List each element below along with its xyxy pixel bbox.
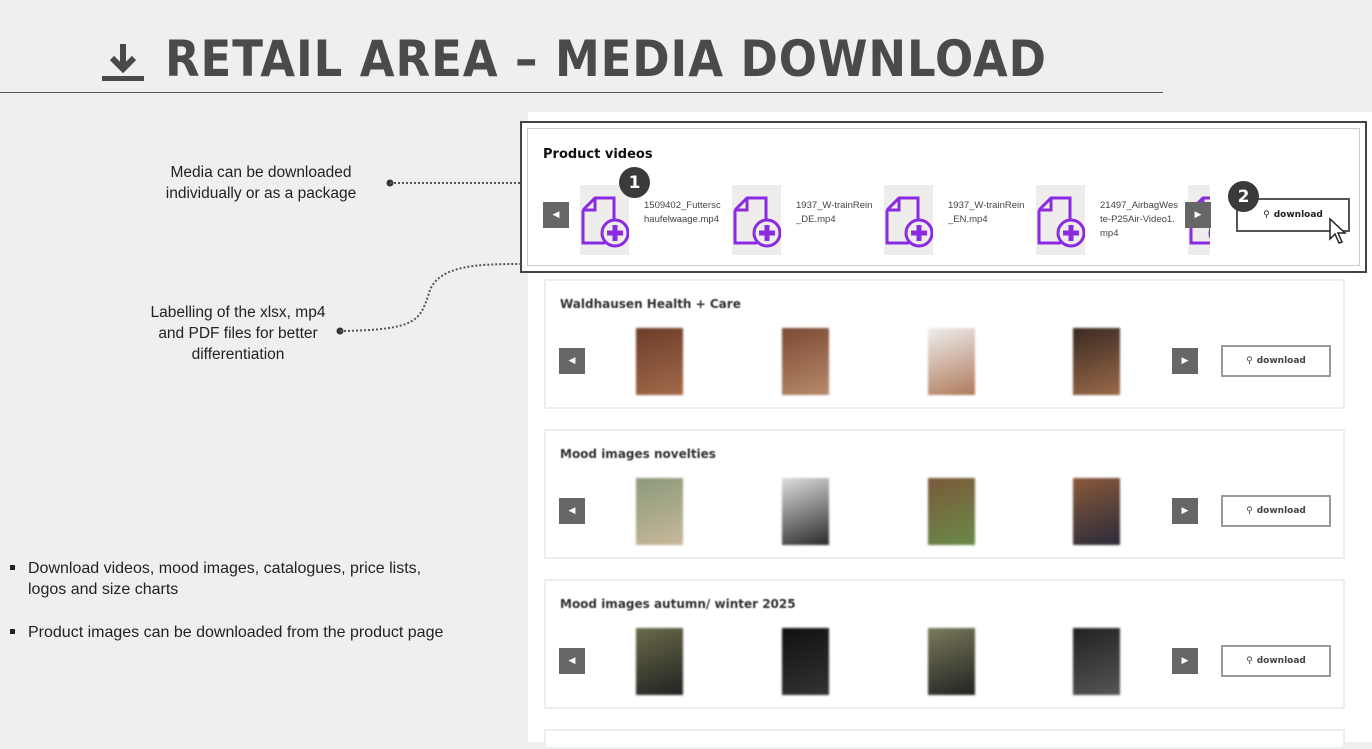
section-title: Mood images novelties: [560, 447, 716, 461]
section-card: Mood images novelties ◀ ▶ ⚲download: [544, 429, 1345, 559]
video-file-icon: [732, 196, 782, 259]
next-button[interactable]: ▶: [1172, 648, 1198, 674]
prev-button[interactable]: ◀: [559, 648, 585, 674]
section-card: Mood images autumn/ winter 2025 ◀ ▶ ⚲down…: [544, 579, 1345, 709]
media-thumbnail[interactable]: [928, 628, 975, 695]
media-thumbnail[interactable]: [782, 328, 829, 395]
feature-list: Download videos, mood images, catalogues…: [8, 558, 448, 665]
video-filename[interactable]: 1937_W-trainRein_DE.mp4: [796, 200, 873, 225]
video-filename[interactable]: 21497_AirbagWeste-P25Air-Video1.mp4: [1100, 200, 1178, 239]
download-button[interactable]: ⚲download: [1221, 345, 1331, 377]
video-file-icon: [1036, 196, 1086, 259]
video-filename[interactable]: 1509402_Futterschaufelwaage.mp4: [644, 200, 721, 225]
bullet-item: Download videos, mood images, catalogues…: [8, 558, 448, 600]
note-download-package: Media can be downloaded individually or …: [165, 164, 357, 202]
download-button[interactable]: ⚲download: [1221, 645, 1331, 677]
section-title: Product videos: [543, 147, 653, 162]
note-labelling: Labelling of the xlsx, mp4 and PDF files…: [150, 304, 326, 363]
video-file-icon: [884, 196, 934, 259]
prev-button[interactable]: ◀: [559, 348, 585, 374]
prev-button[interactable]: ◀: [559, 498, 585, 524]
cursor-icon: [1329, 217, 1347, 244]
media-thumbnail[interactable]: [636, 628, 683, 695]
next-button[interactable]: ▶: [1185, 202, 1211, 228]
media-thumbnail[interactable]: [928, 328, 975, 395]
video-thumbnail[interactable]: [732, 185, 782, 255]
download-button[interactable]: ⚲download: [1221, 495, 1331, 527]
media-thumbnail[interactable]: [636, 328, 683, 395]
user-icon: ⚲: [1246, 506, 1253, 516]
badge-2: 2: [1228, 181, 1259, 212]
bullet-item: Product images can be downloaded from th…: [8, 622, 448, 643]
video-file-icon: [580, 196, 630, 259]
next-button[interactable]: ▶: [1172, 498, 1198, 524]
media-thumbnail[interactable]: [636, 478, 683, 545]
next-button[interactable]: ▶: [1172, 348, 1198, 374]
user-icon: ⚲: [1246, 356, 1253, 366]
video-filename[interactable]: 1937_W-trainRein_EN.mp4: [948, 200, 1025, 225]
prev-button[interactable]: ◀: [543, 202, 569, 228]
page-title: RETAIL AREA – MEDIA DOWNLOAD: [165, 30, 1047, 88]
media-thumbnail[interactable]: [782, 628, 829, 695]
media-thumbnail[interactable]: [1073, 628, 1120, 695]
media-thumbnail[interactable]: [782, 478, 829, 545]
badge-1: 1: [619, 167, 650, 198]
user-icon: ⚲: [1263, 210, 1270, 220]
title-divider: [0, 92, 1163, 93]
section-title: Waldhausen Health + Care: [560, 297, 741, 311]
media-thumbnail[interactable]: [928, 478, 975, 545]
video-thumbnail[interactable]: [580, 185, 630, 255]
section-title: Mood images autumn/ winter 2025: [560, 597, 796, 611]
section-card: Waldhausen Health + Care ◀ ▶ ⚲download: [544, 279, 1345, 409]
download-icon: [102, 44, 144, 81]
product-videos-card: Product videos ◀ 1509402_Futterschaufelw…: [520, 121, 1367, 273]
video-thumbnail[interactable]: [884, 185, 934, 255]
user-icon: ⚲: [1246, 656, 1253, 666]
video-thumbnail[interactable]: [1036, 185, 1086, 255]
media-thumbnail[interactable]: [1073, 478, 1120, 545]
media-thumbnail[interactable]: [1073, 328, 1120, 395]
